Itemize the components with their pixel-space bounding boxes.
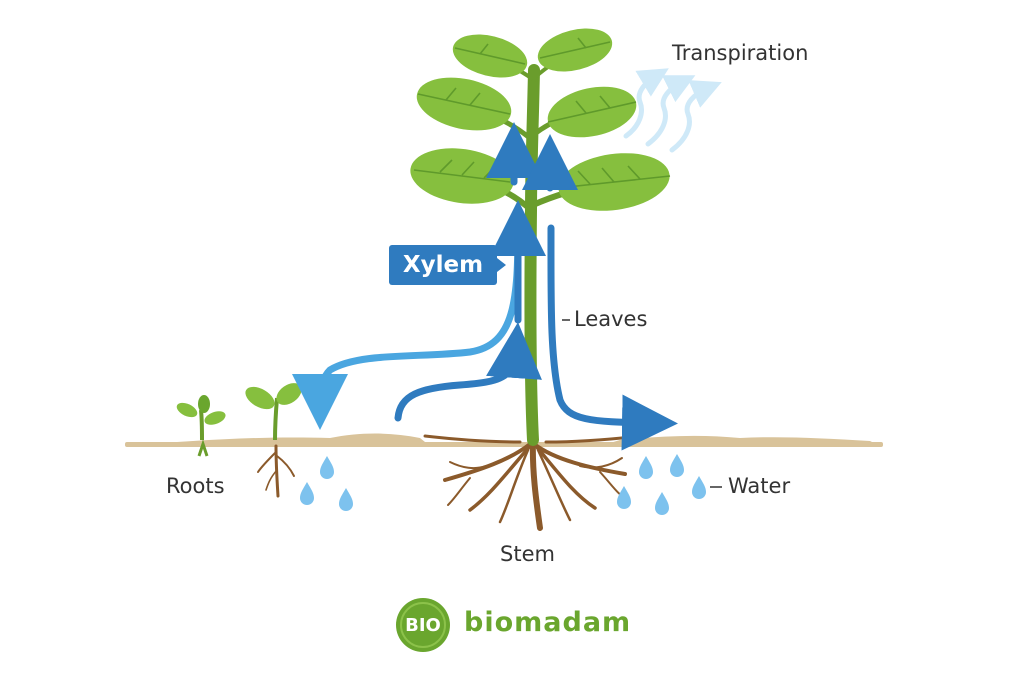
main-plant-roots (423, 434, 642, 531)
seedling-medium (245, 383, 302, 498)
xylem-flow-arrows (292, 122, 678, 451)
flow-arrow-stem-right (547, 224, 678, 451)
water-droplet (670, 454, 684, 477)
logo-word-bio: bio (464, 607, 515, 638)
leaves (410, 28, 671, 211)
seedling-small (176, 395, 226, 457)
water-droplets (300, 454, 706, 515)
soil-line (125, 442, 883, 447)
flow-arrow-soil-into-stem (394, 322, 542, 422)
label-xylem: Xylem (402, 251, 484, 278)
label-leaves: Leaves (574, 307, 648, 331)
water-droplet (639, 456, 653, 479)
label-transpiration: Transpiration (672, 41, 809, 65)
label-xylem-box: Xylem (389, 245, 497, 285)
water-droplet (320, 456, 334, 479)
water-droplet (692, 476, 706, 499)
logo-word-madam: madam (514, 607, 632, 638)
biomadam-logo: BIO biomadam (396, 598, 636, 654)
logo-badge-text: BIO (405, 614, 441, 636)
water-droplet (655, 492, 669, 515)
flow-arrow-left-outward (292, 222, 522, 430)
label-water: Water (728, 474, 791, 498)
logo-badge-shape (396, 598, 450, 652)
water-droplet (339, 488, 353, 511)
label-roots: Roots (166, 474, 225, 498)
logo-badge: BIO (396, 598, 450, 652)
transpiration-vapor-arrows (623, 68, 722, 153)
water-droplet (300, 482, 314, 505)
xylem-pointer (497, 258, 506, 272)
label-stem: Stem (500, 542, 555, 566)
water-droplet (617, 486, 631, 509)
logo-wordmark: biomadam (464, 609, 631, 636)
